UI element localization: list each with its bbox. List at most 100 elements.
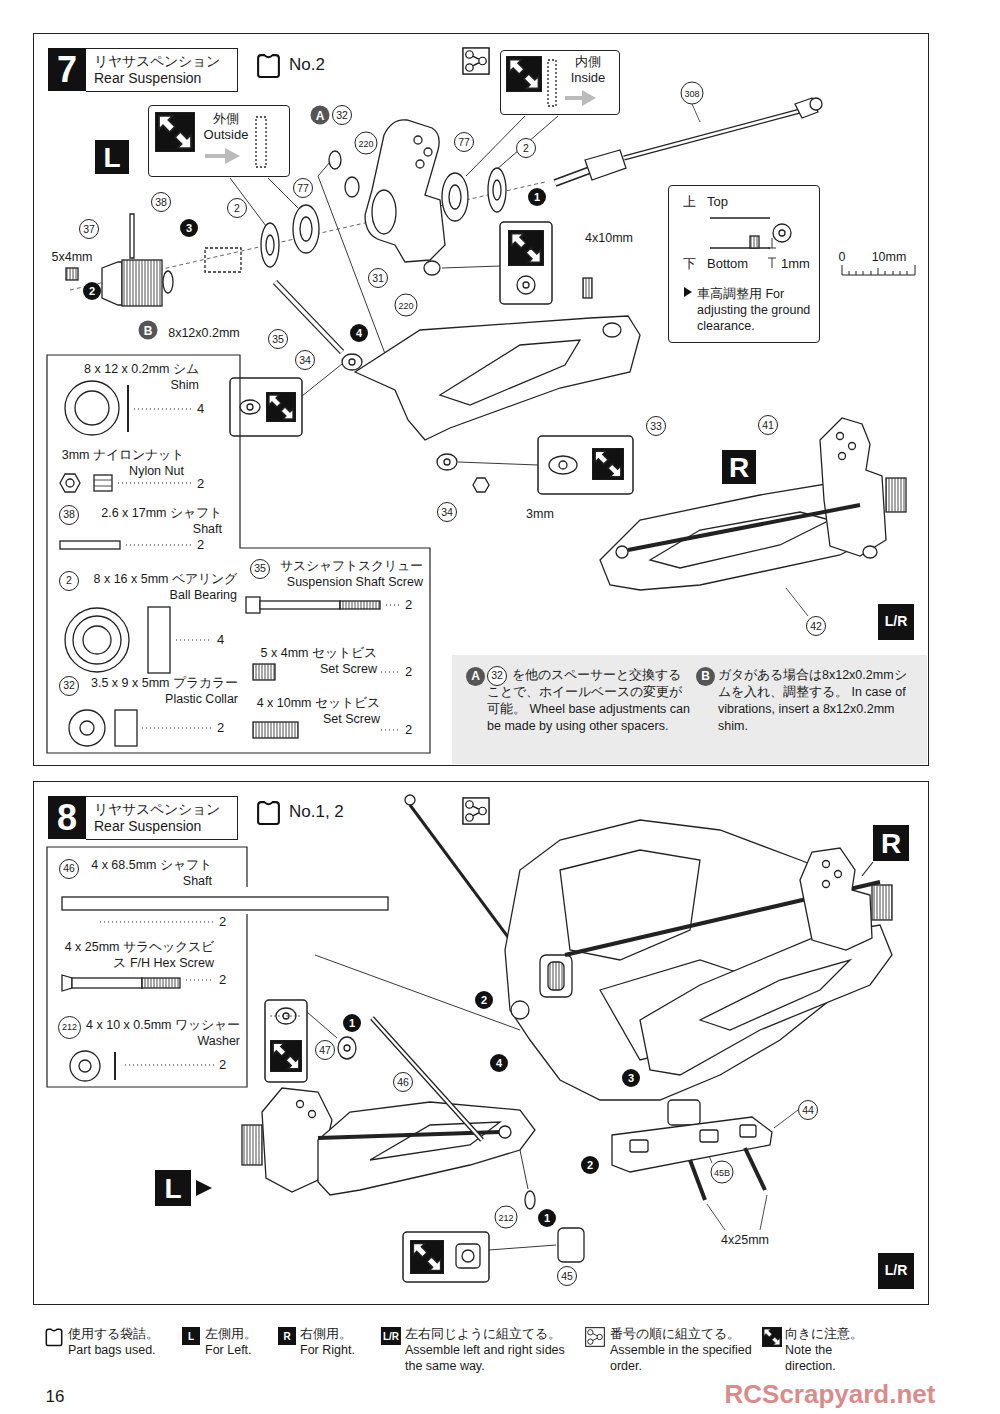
node-text: 下 (683, 256, 696, 272)
drawing-part (69, 710, 105, 746)
drawing-part (442, 173, 468, 221)
drawing-part (520, 1150, 528, 1189)
drawing-part (416, 160, 424, 168)
drawing-part (508, 230, 544, 266)
step-order-number: 2 (581, 1156, 599, 1174)
callout-number: 31 (368, 268, 388, 288)
drawing-part (148, 607, 170, 673)
node-text: No.2 (289, 54, 325, 75)
node-text: 2 (197, 476, 204, 492)
drawing-part (473, 478, 489, 492)
drawing-part (707, 1195, 767, 1230)
drawing-part (786, 588, 808, 616)
drawing-part (700, 1130, 718, 1142)
callout-number: 308 (681, 82, 704, 105)
node-text: A (466, 667, 485, 686)
drawing-part (293, 205, 319, 253)
node-text: L (95, 140, 129, 174)
drawing-part (349, 359, 355, 365)
node-text: 7 (48, 48, 86, 91)
node-text: 4 x 68.5mm シャフト Shaft (82, 857, 212, 889)
drawing-part (538, 436, 633, 494)
callout-number: 47 (315, 1040, 335, 1060)
callout-number: 42 (806, 616, 826, 636)
step-order-number: 1 (343, 1014, 361, 1032)
callout-number: 46 (393, 1072, 413, 1092)
node-text: L/R (878, 604, 914, 640)
drawing-part (258, 802, 279, 824)
drawing-part (70, 1051, 100, 1081)
node-text: Top (707, 194, 728, 210)
node-text: 2 (217, 720, 224, 736)
drawing-part (307, 955, 520, 1038)
drawing-part (684, 287, 692, 297)
callout-number: 41 (758, 415, 778, 435)
drawing-part (810, 98, 822, 110)
drawing-part (745, 1148, 765, 1190)
node-text: 2 (405, 722, 412, 738)
node-text: 4 x 10 x 0.5mm ワッシャー Washer (84, 1017, 240, 1049)
icon-letter: L/R (381, 1327, 401, 1345)
drawing-part (488, 168, 506, 212)
parts-list: 8 x 12 x 0.2mm シム Shim43mm ナイロンナット Nylon… (47, 355, 430, 753)
drawing-part (115, 710, 137, 746)
drawing-part (779, 230, 785, 236)
drawing-part (258, 55, 279, 77)
drawing-part (47, 355, 430, 753)
drawing-part (205, 148, 240, 164)
callout-number: 45 (557, 1266, 577, 1286)
icon-letter: R (278, 1327, 296, 1345)
side-mark: R (873, 825, 909, 861)
drawing-part (835, 871, 842, 878)
drawing-part (463, 48, 489, 74)
drawing-part (586, 1328, 605, 1347)
drawing-part (114, 1052, 116, 1080)
drawing-part (261, 223, 279, 267)
drawing-part (616, 546, 628, 558)
drawing-part (205, 248, 241, 272)
drawing-part (583, 278, 592, 298)
node-text: 内側 Inside (559, 54, 617, 87)
drawing-part (555, 170, 590, 183)
drawing-part (127, 385, 129, 432)
drawing-part (403, 1232, 489, 1282)
drawing-part (372, 1018, 482, 1140)
drawing-part (405, 795, 415, 805)
drawing-part (142, 978, 180, 988)
icon-letter: L (182, 1327, 200, 1345)
drawing-part (773, 224, 791, 242)
node-text: 8 x 12 x 0.2mm シム Shim (59, 361, 199, 393)
node-text: 上 (683, 194, 696, 210)
drawing-part (558, 1228, 584, 1262)
drawing-part (414, 136, 422, 144)
node-text: 32 (487, 666, 507, 686)
callout-number: 2 (227, 198, 247, 218)
drawing-part (555, 170, 590, 183)
drawing-part (565, 90, 596, 106)
dimension-label: 10mm (870, 250, 909, 264)
drawing-part (342, 354, 362, 370)
node-text: 2 (405, 597, 412, 613)
drawing-part (75, 391, 109, 425)
step-panel: 8リヤサスペンション Rear SuspensionNo.1, 2464 x 6… (33, 781, 929, 1305)
drawing-part (630, 1140, 648, 1152)
node-text: 2 (59, 571, 79, 591)
drawing-part (560, 850, 700, 960)
drawing-part (196, 1180, 212, 1196)
drawing-part (849, 443, 856, 450)
drawing-part (355, 316, 640, 440)
drawing-part (710, 218, 770, 248)
callout-number: 212 (495, 1206, 518, 1229)
side-mark: L (155, 1170, 191, 1206)
drawing-part (60, 541, 120, 549)
drawing-part (344, 1045, 350, 1051)
callout-number: 38 (151, 192, 171, 212)
node-text: R (722, 450, 756, 484)
callout-number: 77 (454, 132, 474, 152)
drawing-part (260, 601, 340, 609)
direction-callout: 内側 Inside (500, 50, 620, 115)
drawing-part (823, 861, 830, 868)
node-text: 3.5 x 9 x 5mm プラカラー Plastic Collar (82, 675, 238, 707)
drawing-part (863, 546, 877, 558)
